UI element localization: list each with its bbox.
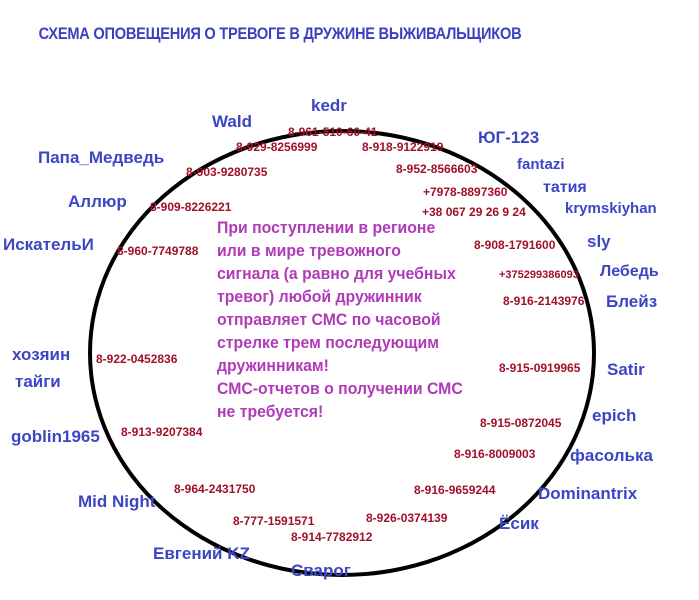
nickname-label: Ёсик	[499, 514, 539, 533]
notification-circle	[88, 129, 596, 577]
nickname-label: Блейз	[606, 292, 658, 311]
phone-number: 8-915-0919965	[499, 361, 581, 375]
instruction-line: тревог) любой дружинник	[217, 287, 422, 306]
nickname-label: Mid Night	[78, 492, 156, 511]
nickname-label: Папа_Медведь	[38, 148, 165, 167]
nickname-label: Сварог	[291, 561, 351, 580]
instruction-line: отправляет СМС по часовой	[217, 310, 441, 329]
phone-number: 8-903-9280735	[186, 165, 268, 179]
nickname-label: kedr	[311, 96, 347, 115]
phone-number: 8-926-0374139	[366, 511, 448, 525]
phone-number: 8-916-8009003	[454, 447, 536, 461]
nickname-label: ЮГ-123	[478, 128, 540, 147]
phone-number: 8-964-2431750	[174, 482, 256, 496]
phone-number: 8-914-7782912	[291, 530, 373, 544]
nickname-label: krymskiyhan	[565, 200, 657, 217]
phone-number: 8-961-510-60-41	[288, 125, 378, 139]
nickname-label: тайги	[15, 372, 61, 391]
nickname-label: Лебедь	[600, 263, 659, 280]
instruction-line: При поступлении в регионе	[217, 218, 436, 237]
instruction-line: СМС-отчетов о получении СМС	[217, 379, 463, 398]
phone-number: 8-929-8256999	[236, 140, 318, 154]
nickname-label: хозяин	[12, 345, 71, 364]
phone-number: +375299386093	[499, 269, 579, 281]
phone-number: 8-915-0872045	[480, 416, 562, 430]
phone-number: +38 067 29 26 9 24	[422, 205, 526, 219]
nickname-label: Евгений KZ	[153, 544, 250, 563]
phone-number: 8-916-2143976	[503, 294, 585, 308]
phone-number: 8-908-1791600	[474, 238, 556, 252]
phone-number: +7978-8897360	[423, 185, 508, 199]
nickname-label: Wald	[212, 112, 252, 131]
instruction-line: дружинникам!	[217, 356, 329, 375]
diagram-title: СХЕМА ОПОВЕЩЕНИЯ О ТРЕВОГЕ В ДРУЖИНЕ ВЫЖ…	[38, 24, 522, 43]
phone-number: 8-913-9207384	[121, 425, 203, 439]
instruction-line: или в мире тревожного	[217, 241, 401, 260]
nickname-label: Dominantrix	[538, 484, 638, 503]
nickname-label: фасолька	[570, 446, 653, 465]
phone-number: 8-777-1591571	[233, 514, 315, 528]
nickname-label: Satir	[607, 360, 645, 379]
instruction-line: не требуется!	[217, 402, 324, 421]
nickname-label: fantazi	[517, 156, 565, 173]
instruction-line: сигнала (а равно для учебных	[217, 264, 456, 283]
nickname-label: goblin1965	[11, 427, 100, 446]
alert-instructions: При поступлении в регионе или в мире тре…	[217, 216, 517, 423]
phone-number: 8-922-0452836	[96, 352, 178, 366]
phone-number: 8-918-9122919	[362, 140, 444, 154]
nickname-label: epich	[592, 406, 637, 425]
phone-number: 8-909-8226221	[150, 200, 232, 214]
phone-number: 8-960-7749788	[117, 244, 199, 258]
nickname-label: татия	[543, 179, 587, 196]
phone-number: 8-952-8566603	[396, 162, 478, 176]
nickname-label: ИскательИ	[3, 235, 94, 254]
instruction-line: стрелке трем последующим	[217, 333, 439, 352]
phone-number: 8-916-9659244	[414, 483, 496, 497]
nickname-label: Аллюр	[68, 192, 127, 211]
nickname-label: sly	[587, 232, 611, 251]
